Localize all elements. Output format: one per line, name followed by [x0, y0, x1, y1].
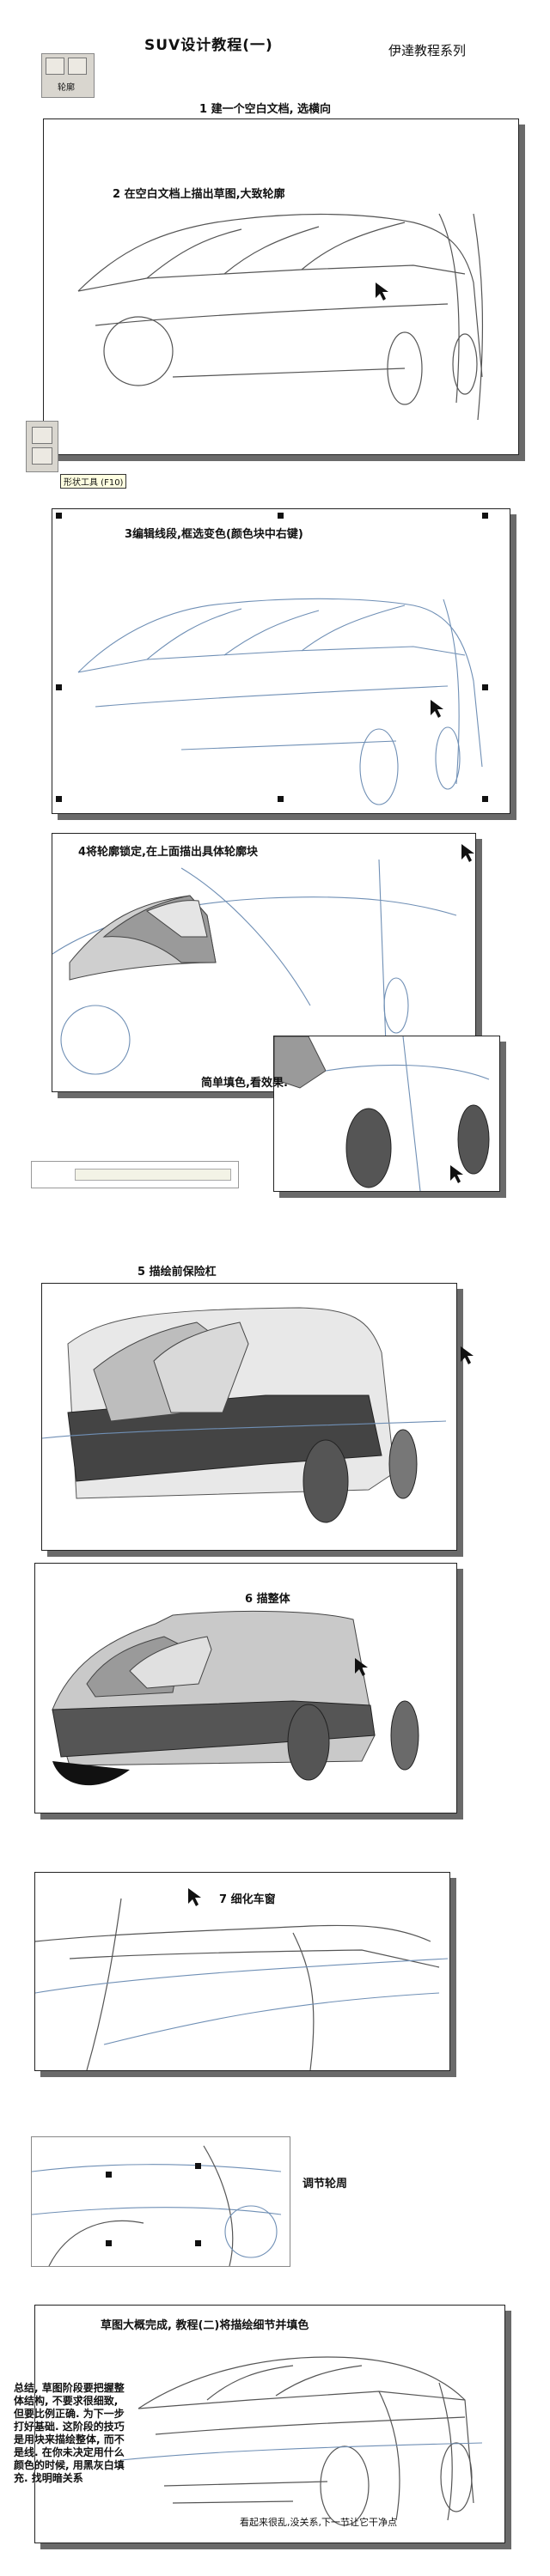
toolbar: 轮廓 [41, 53, 95, 98]
step-5-panel [41, 1283, 457, 1551]
step-7-caption: 7 细化车窗 [219, 1893, 276, 1906]
bumper-sketch [42, 1307, 447, 1523]
edited-sketch [56, 513, 488, 805]
step-1-caption: 1 建一个空白文档, 选横向 [199, 103, 332, 116]
tool-button-1[interactable] [46, 58, 64, 75]
shape-tool-tooltip: 形状工具 (F10) [60, 474, 127, 489]
step-4-caption: 4将轮廓锁定,在上面描出具体轮廓块 [78, 846, 258, 859]
final-sketch [120, 2356, 483, 2526]
cursor-arrow-icon [461, 1346, 474, 1364]
summary-text: 总结, 草图阶段要把握整体结构, 不要求很细致, 但要比例正确. 为下一步打好基… [14, 2382, 125, 2484]
block-sketch [52, 844, 474, 1091]
body-sketch [52, 1610, 419, 1786]
final-panel: 草图大概完成, 教程(二)将描绘细节并填色 看起来很乱,没关系,下一节让它干净点 [34, 2305, 505, 2543]
step-3-panel: 3编辑线段,框选变色(颜色块中右键) [52, 508, 510, 814]
step-7-panel: 7 细化车窗 [34, 1872, 450, 2071]
tool-button-2[interactable] [68, 58, 87, 75]
step-5-caption: 5 描绘前保险杠 [138, 1266, 217, 1279]
step-2-panel: 2 在空白文档上描出草图,大致轮廓 [43, 118, 519, 455]
step-4b-caption: 简单填色,看效果. [201, 1077, 288, 1090]
strip-field [75, 1169, 231, 1181]
pick-tool-button[interactable] [32, 427, 52, 444]
step-6-panel: 6 描整体 [34, 1563, 457, 1814]
filled-preview [274, 1036, 490, 1191]
step-3-caption: 3编辑线段,框选变色(颜色块中右键) [125, 528, 303, 541]
sketch-outline [77, 213, 484, 421]
toolbar-label: 轮廓 [58, 83, 75, 93]
step-8-caption: 调节轮周 [302, 2178, 348, 2190]
step-4-panel: 4将轮廓锁定,在上面描出具体轮廓块 [52, 833, 476, 1092]
step-8-panel [31, 2136, 290, 2267]
page-title: SUV设计教程(一) [144, 37, 273, 54]
wheel-adjust-sketch [32, 2145, 282, 2266]
final-caption: 草图大概完成, 教程(二)将描绘细节并填色 [101, 2319, 309, 2332]
window-sketch [35, 1888, 449, 2070]
shape-tool-palette [26, 421, 58, 472]
step-4b-panel [273, 1036, 500, 1192]
footer-note: 看起来很乱,没关系,下一节让它干净点 [240, 2517, 397, 2528]
shape-tool-button[interactable] [32, 447, 52, 465]
series-label: 伊達教程系列 [388, 43, 467, 58]
strip-fragment [31, 1161, 239, 1188]
step-6-caption: 6 描整体 [245, 1593, 290, 1606]
step-2-caption: 2 在空白文档上描出草图,大致轮廓 [113, 188, 285, 201]
